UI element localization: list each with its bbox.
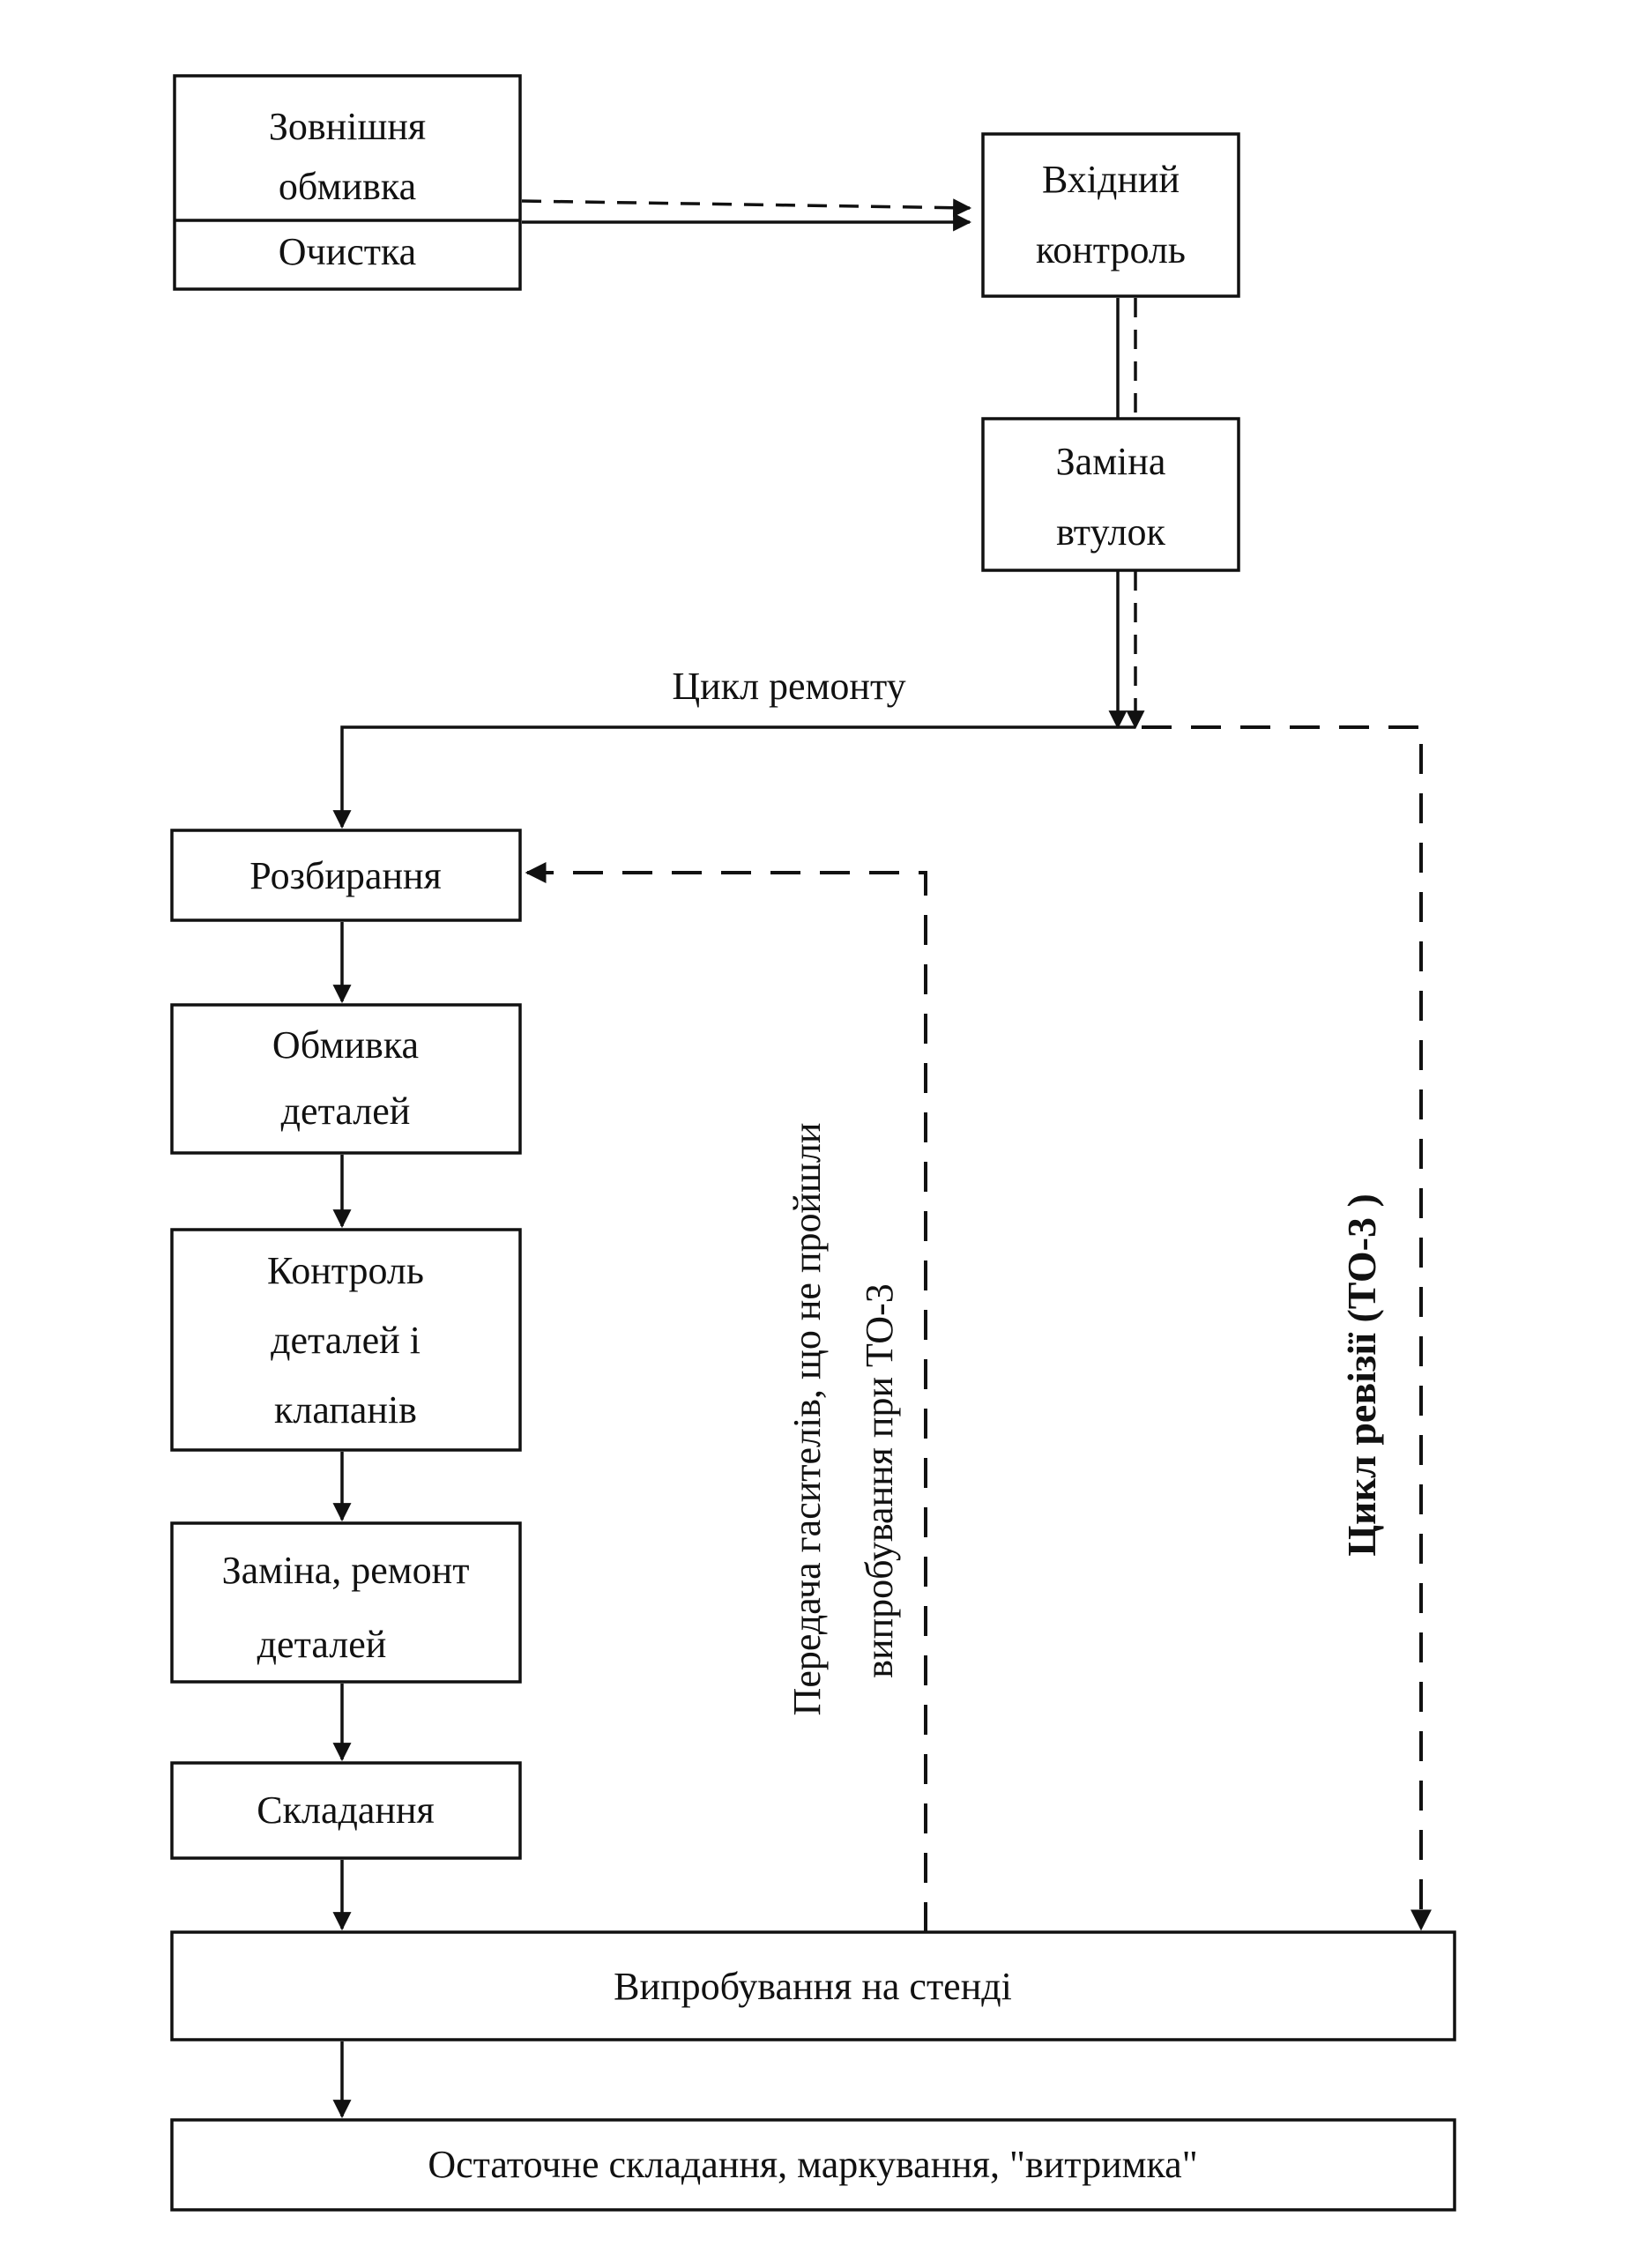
assembly-box: Складання <box>170 1761 522 1860</box>
cleaning-label: Очистка <box>279 230 416 273</box>
revision-cycle-text: Цикл ревізії (ТО-3 ) <box>1339 1193 1384 1557</box>
revision-cycle-label: Цикл ревізії (ТО-3 ) <box>1339 1193 1384 1557</box>
input-control-label-2: контроль <box>1036 228 1186 271</box>
parts-control-label-3: клапанів <box>274 1388 417 1431</box>
washing-cleaning-box: Зовнішня обмивка Очистка <box>173 74 522 291</box>
transfer-label: Передача гасителів, що не пройшли випроб… <box>785 1123 901 1716</box>
final-assembly-label: Остаточне складання, маркування, "витрим… <box>428 2143 1197 2186</box>
repair-cycle-line <box>332 725 1135 829</box>
washing-to-control-dashed <box>521 198 972 218</box>
transfer-line <box>525 862 927 1932</box>
parts-control-label-1: Контроль <box>267 1249 424 1292</box>
parts-control-box: Контроль деталей і клапанів <box>170 1228 522 1452</box>
parts-repair-label-2: деталей <box>257 1623 387 1666</box>
bench-test-label: Випробування на стенді <box>614 1965 1012 2008</box>
washing-label-1: Зовнішня <box>269 105 426 148</box>
bushing-replacement-box: Заміна втулок <box>981 417 1240 572</box>
parts-washing-box: Обмивка деталей <box>170 1003 522 1155</box>
washing-label-2: обмивка <box>279 165 416 208</box>
bushing-label-1: Заміна <box>1056 440 1166 483</box>
disassembly-label: Розбирання <box>249 854 442 897</box>
bushing-label-2: втулок <box>1056 510 1165 554</box>
repair-cycle-label: Цикл ремонту <box>672 665 905 708</box>
input-control-label-1: Вхідний <box>1042 158 1180 201</box>
final-assembly-box: Остаточне складання, маркування, "витрим… <box>170 2118 1456 2212</box>
disassembly-box: Розбирання <box>170 829 522 922</box>
parts-repair-box: Заміна, ремонт деталей <box>170 1521 522 1684</box>
parts-washing-label-2: деталей <box>281 1089 411 1133</box>
bench-test-box: Випробування на стенді <box>170 1930 1456 2041</box>
transfer-label-line-1: Передача гасителів, що не пройшли <box>785 1123 829 1716</box>
parts-control-label-2: деталей і <box>271 1319 421 1362</box>
parts-washing-label-1: Обмивка <box>272 1023 419 1067</box>
assembly-label: Складання <box>257 1788 434 1832</box>
input-control-box: Вхідний контроль <box>981 132 1240 298</box>
parts-repair-label-1: Заміна, ремонт <box>222 1549 470 1592</box>
transfer-label-line-2: випробування при ТО-3 <box>858 1283 901 1677</box>
